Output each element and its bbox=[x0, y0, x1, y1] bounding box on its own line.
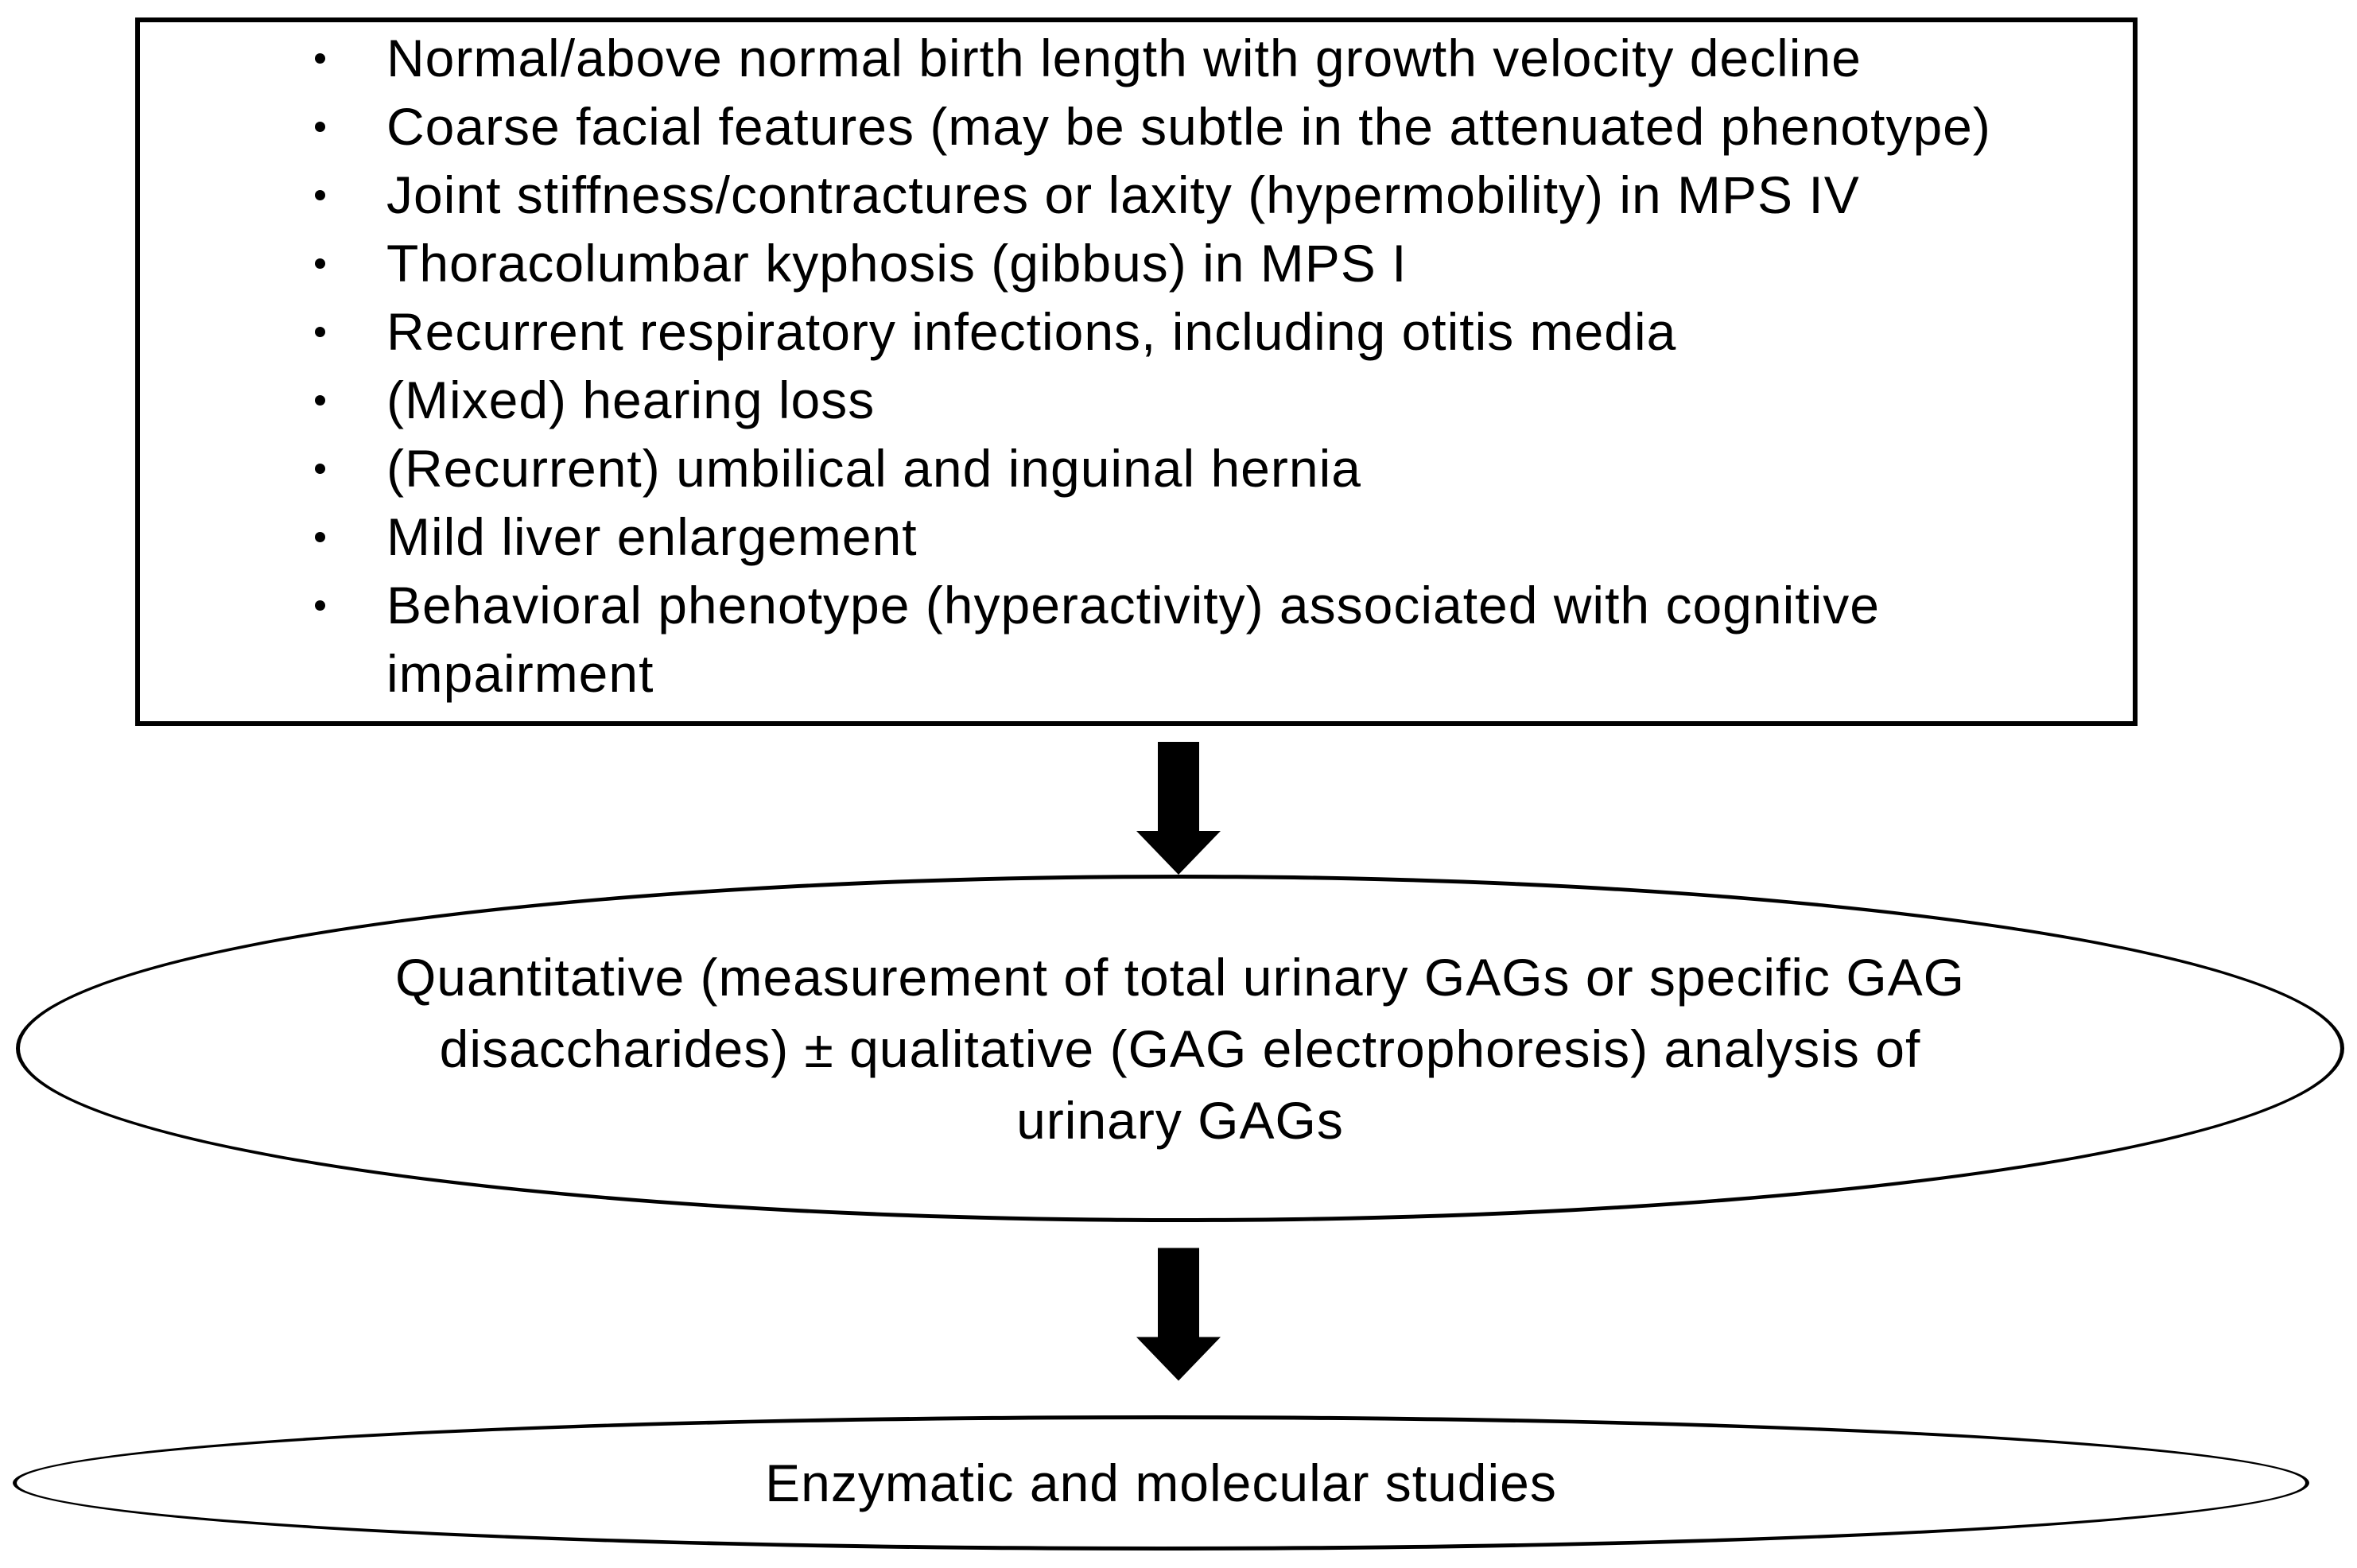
bullet-icon bbox=[315, 464, 325, 474]
list-item: Recurrent respiratory infections, includ… bbox=[315, 297, 2053, 366]
clinical-features-list: Normal/above normal birth length with gr… bbox=[140, 22, 2133, 708]
list-item: Normal/above normal birth length with gr… bbox=[315, 24, 2053, 92]
enzymatic-molecular-studies-text: Enzymatic and molecular studies bbox=[765, 1454, 1557, 1512]
list-item-text: Coarse facial features (may be subtle in… bbox=[386, 97, 1991, 156]
list-item-text: (Mixed) hearing loss bbox=[386, 371, 876, 429]
bullet-icon bbox=[315, 600, 325, 611]
urinary-gag-analysis-ellipse: Quantitative (measurement of total urina… bbox=[16, 875, 2344, 1222]
list-item: Mild liver enlargement bbox=[315, 503, 2053, 571]
down-arrow-icon bbox=[1136, 742, 1221, 875]
text-line: disaccharides) ± qualitative (GAG electr… bbox=[439, 1019, 1921, 1078]
text-line: urinary GAGs bbox=[1016, 1090, 1344, 1150]
bullet-icon bbox=[315, 122, 325, 132]
enzymatic-molecular-studies-ellipse: Enzymatic and molecular studies bbox=[13, 1415, 2309, 1551]
list-item: Coarse facial features (may be subtle in… bbox=[315, 92, 2053, 161]
list-item-text: Recurrent respiratory infections, includ… bbox=[386, 302, 1677, 361]
clinical-features-box: Normal/above normal birth length with gr… bbox=[135, 17, 2138, 726]
bullet-icon bbox=[315, 258, 325, 269]
list-item-text: Behavioral phenotype (hyperactivity) ass… bbox=[386, 576, 1880, 703]
bullet-icon bbox=[315, 532, 325, 542]
list-item: Joint stiffness/contractures or laxity (… bbox=[315, 161, 2053, 229]
bullet-icon bbox=[315, 395, 325, 406]
urinary-gag-analysis-text: Quantitative (measurement of total urina… bbox=[395, 941, 1965, 1156]
list-item: (Mixed) hearing loss bbox=[315, 366, 2053, 434]
list-item-text: Mild liver enlargement bbox=[386, 507, 918, 566]
list-item: Behavioral phenotype (hyperactivity) ass… bbox=[315, 571, 2053, 708]
bullet-icon bbox=[315, 327, 325, 337]
list-item: (Recurrent) umbilical and inguinal herni… bbox=[315, 434, 2053, 503]
list-item-text: Normal/above normal birth length with gr… bbox=[386, 29, 1862, 87]
list-item: Thoracolumbar kyphosis (gibbus) in MPS I bbox=[315, 229, 2053, 297]
list-item-text: (Recurrent) umbilical and inguinal herni… bbox=[386, 439, 1361, 498]
list-item-text: Joint stiffness/contractures or laxity (… bbox=[386, 165, 1860, 224]
text-line: Quantitative (measurement of total urina… bbox=[394, 947, 1966, 1007]
bullet-icon bbox=[315, 53, 325, 64]
bullet-icon bbox=[315, 190, 325, 200]
down-arrow-icon bbox=[1136, 1248, 1221, 1381]
list-item-text: Thoracolumbar kyphosis (gibbus) in MPS I bbox=[386, 234, 1408, 293]
